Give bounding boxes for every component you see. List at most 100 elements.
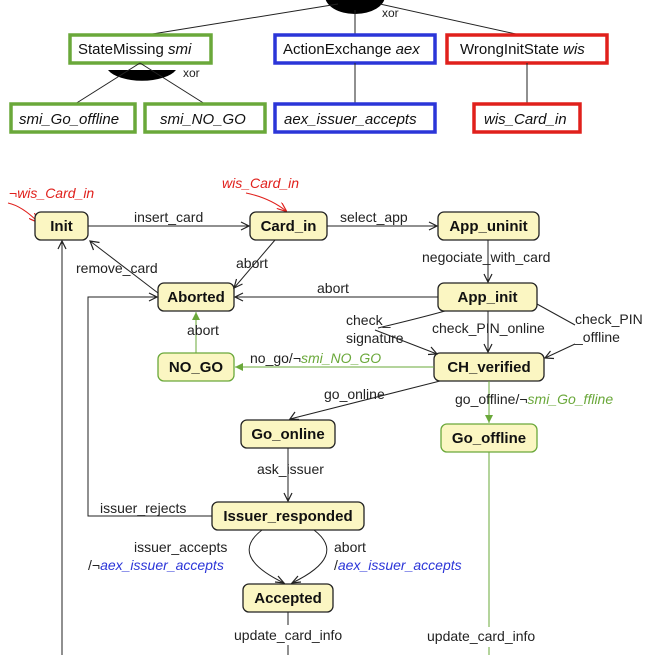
arrow-head [290, 575, 302, 584]
transition-label: check_PIN_online [432, 320, 545, 336]
feature-name: ActionExchange [283, 41, 391, 58]
subfeature-wis-card-in [472, 102, 582, 134]
arrow-head [233, 292, 244, 302]
transition-feature: aex_issuer_accepts [338, 557, 462, 573]
xor-label-top: xor [382, 6, 399, 20]
transition-label: go_online [324, 386, 385, 402]
transition-feature: smi_Go_ffline [528, 391, 614, 407]
subfeature-smi-no-go [143, 102, 267, 134]
state-label: NO_GO [169, 359, 224, 376]
feature-abbr: smi [168, 41, 192, 58]
transition-issuer-rejects [87, 296, 212, 517]
svg-text:no_go/¬smi_NO_GO: no_go/¬smi_NO_GO [250, 350, 381, 366]
initial-marker-not-wis: wis_Card_in [17, 185, 94, 201]
feature-abbr: wis [563, 41, 585, 58]
subfeature-label: smi_Go_offline [19, 111, 119, 128]
transition-label: /¬ [88, 557, 100, 573]
transition-label: insert_card [134, 209, 203, 225]
transition-label: issuer_accepts [134, 539, 227, 555]
transition-label: ask_issuer [257, 461, 324, 477]
label-bg [232, 625, 362, 645]
transition-label: go_offline/¬ [455, 391, 528, 407]
state-label: Init [50, 218, 73, 235]
state-label: Card_in [261, 218, 317, 235]
subfeature-aex-issuer-accepts [273, 102, 437, 134]
transition-label: check_PIN [575, 311, 643, 327]
tree-edge [74, 62, 141, 105]
state-label: Go_online [251, 426, 324, 443]
arrow-head [240, 221, 251, 231]
arrow-head [485, 415, 493, 423]
arrow-head [57, 239, 67, 250]
tree-edge [139, 62, 206, 105]
state-label: App_uninit [449, 218, 527, 235]
transition-abort-issuer [291, 529, 328, 584]
transition-label: abort [187, 322, 219, 338]
transition-label: check_ [346, 312, 391, 328]
arrow-head [427, 346, 439, 356]
svg-text:/aex_issuer_accepts: /aex_issuer_accepts [334, 557, 462, 573]
arrow-head [428, 221, 439, 231]
transition-label: remove_card [76, 260, 158, 276]
subfeature-label: wis_Card_in [484, 111, 567, 128]
arrow-head [274, 575, 286, 584]
svg-text:go_offline/¬smi_Go_ffline: go_offline/¬smi_Go_ffline [455, 391, 613, 407]
transition-label: abort [317, 280, 349, 296]
feature-abbr: aex [396, 41, 421, 58]
svg-text:¬wis_Card_in: ¬wis_Card_in [9, 185, 94, 201]
arrow-head [192, 312, 200, 320]
subfeature-label: aex_issuer_accepts [284, 111, 417, 128]
not-symbol: ¬ [9, 185, 17, 201]
svg-text:/¬aex_issuer_accepts: /¬aex_issuer_accepts [88, 557, 224, 573]
subfeature-label: smi_NO_GO [160, 111, 246, 128]
feature-name: WrongInitState [460, 41, 559, 58]
initial-arrow-card-in [245, 192, 286, 211]
tree-edge [379, 3, 526, 37]
svg-text:ActionExchange aex: ActionExchange aex [283, 41, 420, 58]
xor-node-top [325, 0, 385, 14]
transition-label: no_go/¬ [250, 350, 301, 366]
transition-label: / [334, 557, 338, 573]
transition-label: update_card_info [234, 627, 342, 643]
svg-text:WrongInitState wis: WrongInitState wis [460, 41, 585, 58]
tree-edge [139, 3, 339, 37]
state-machine: ¬wis_Card_in wis_Card_in Init Card_in Ap… [7, 175, 643, 655]
arrow-head [543, 350, 555, 360]
feature-wrong-init-state [445, 33, 609, 65]
transition-issuer-accepts [248, 529, 285, 584]
arrow-head [483, 273, 493, 284]
svg-text:StateMissing smi: StateMissing smi [78, 41, 192, 58]
subfeature-smi-go-offline [9, 102, 137, 134]
arrow-head [148, 292, 159, 302]
state-label: Accepted [254, 590, 322, 607]
transition-check-pin-offline [544, 343, 576, 359]
state-label: Aborted [167, 289, 225, 306]
feature-tree: xor StateMissing smi ActionExchange aex … [9, 0, 609, 134]
feature-state-missing [68, 33, 213, 65]
transition-label: update_card_info [427, 628, 535, 644]
transition-abort-card-in [233, 239, 276, 289]
state-label: CH_verified [447, 359, 530, 376]
transition-label: abort [334, 539, 366, 555]
transition-label: issuer_rejects [100, 500, 186, 516]
xor-label-mid: xor [183, 66, 200, 80]
initial-arrow-init [7, 202, 38, 222]
transition-label: _offline [574, 329, 620, 345]
label-bg [425, 627, 553, 647]
transition-remove-card [89, 240, 159, 294]
transition-check-signature [374, 329, 438, 355]
state-label: Issuer_responded [223, 508, 352, 525]
transition-label: negociate_with_card [422, 249, 550, 265]
arrow-head [288, 411, 300, 421]
arrow-head [89, 240, 100, 251]
state-label: App_init [458, 289, 518, 306]
arrow-head [235, 363, 243, 371]
transition-label: signature [346, 330, 404, 346]
arrow-head [233, 278, 243, 290]
transition-label: abort [236, 255, 268, 271]
initial-marker-wis: wis_Card_in [222, 175, 299, 191]
feature-name: StateMissing [78, 41, 164, 58]
transition-go-online [289, 380, 441, 420]
transition-check-pin-offline-start [536, 303, 576, 326]
